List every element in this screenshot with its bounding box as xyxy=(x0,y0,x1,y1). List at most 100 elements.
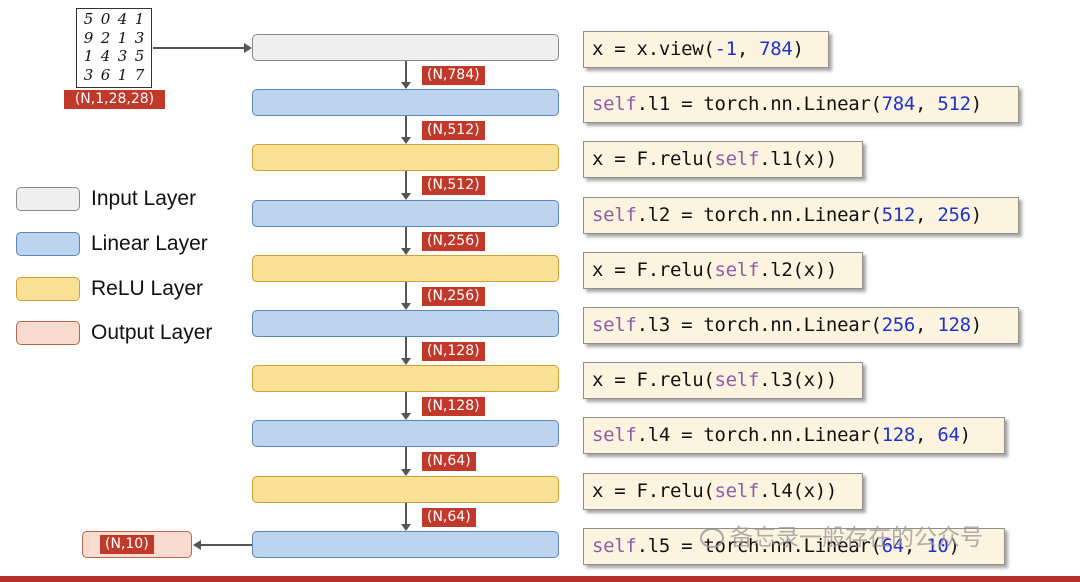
code-token: .l4(x)) xyxy=(759,479,838,502)
code-token: self xyxy=(714,148,760,171)
output-shape-tag: (N,10) xyxy=(100,535,154,554)
input-arrow-line xyxy=(153,47,245,49)
bottom-rule xyxy=(0,576,1080,582)
mnist-digit: 2 xyxy=(100,28,111,47)
legend-label: ReLU Layer xyxy=(91,277,204,300)
code-token: x = F.relu( xyxy=(592,148,715,171)
code-line: x = F.relu(self.l2(x)) xyxy=(583,251,863,289)
flow-arrow-head xyxy=(401,192,411,200)
flow-arrow-line xyxy=(405,502,407,525)
code-token: ) xyxy=(792,38,804,60)
code-line: x = F.relu(self.l1(x)) xyxy=(583,141,863,179)
flow-arrow-line xyxy=(405,281,407,304)
code-token: ) xyxy=(970,314,982,336)
flow-arrow-line xyxy=(405,392,407,415)
mnist-digit: 3 xyxy=(134,28,145,47)
legend-swatch-input xyxy=(16,187,80,211)
code-token: self xyxy=(714,369,760,392)
legend-label: Output Layer xyxy=(91,321,213,344)
linear-layer-bar xyxy=(252,89,559,117)
code-token: 256 xyxy=(881,314,916,336)
code-token: self xyxy=(592,93,637,116)
legend-swatch-relu xyxy=(16,277,80,301)
linear-layer-bar xyxy=(252,420,559,448)
tensor-shape-tag: (N,64) xyxy=(422,452,476,472)
mnist-digit: 1 xyxy=(117,65,128,84)
code-token: x = F.relu( xyxy=(592,369,715,392)
input-layer-bar xyxy=(252,34,559,61)
code-token: self xyxy=(592,314,637,336)
code-token: 10 xyxy=(926,534,949,557)
code-line: self.l5 = torch.nn.Linear(64, 10) xyxy=(583,527,1005,565)
code-token: ) xyxy=(970,93,982,116)
flow-arrow-head xyxy=(401,303,411,310)
flow-arrow-head xyxy=(401,468,411,476)
flow-arrow-head xyxy=(401,358,411,366)
relu-layer-bar xyxy=(252,254,559,282)
code-line: self.l3 = torch.nn.Linear(256, 128) xyxy=(583,307,1019,344)
linear-layer-bar xyxy=(252,199,559,227)
watermark-text: 备忘录一般存在的公众号 xyxy=(730,525,983,551)
input-arrow-head xyxy=(244,43,252,53)
code-token: , xyxy=(736,38,760,60)
code-line: self.l4 = torch.nn.Linear(128, 64) xyxy=(583,417,1005,455)
tensor-shape-tag: (N,784) xyxy=(422,66,485,85)
code-token: 784 xyxy=(881,93,916,116)
mnist-digit: 7 xyxy=(134,65,145,84)
tensor-shape-tag: (N,128) xyxy=(422,342,485,361)
mnist-digit: 0 xyxy=(100,10,111,28)
code-token: .l4 = torch.nn.Linear( xyxy=(636,424,882,447)
code-token: ) xyxy=(970,203,982,226)
legend-swatch-output xyxy=(16,321,80,345)
code-token: .l1 = torch.nn.Linear( xyxy=(636,93,882,116)
mnist-digit: 1 xyxy=(134,10,145,28)
code-token: .l5 = torch.nn.Linear( xyxy=(636,534,882,557)
code-token: 64 xyxy=(881,534,905,557)
flow-arrow-head xyxy=(401,247,411,255)
code-token: 512 xyxy=(937,93,971,116)
code-token: ) xyxy=(948,534,960,557)
code-token: .l1(x)) xyxy=(759,148,838,171)
code-line: x = F.relu(self.l4(x)) xyxy=(583,472,863,510)
code-token: self xyxy=(592,534,637,557)
flow-arrow-line xyxy=(405,226,407,249)
output-arrow-line xyxy=(200,544,252,546)
mnist-digit: 5 xyxy=(83,10,94,28)
flow-arrow-line xyxy=(405,171,407,194)
flow-arrow-head xyxy=(401,523,411,531)
mnist-digit: 1 xyxy=(117,28,128,47)
mnist-digit: 1 xyxy=(83,47,94,65)
code-token: x = x.view( xyxy=(592,38,715,60)
mnist-digit: 9 xyxy=(83,28,94,47)
tensor-shape-tag: (N,512) xyxy=(422,176,485,196)
flow-arrow-line xyxy=(405,447,407,470)
code-token: , xyxy=(915,314,938,336)
code-token: .l2 = torch.nn.Linear( xyxy=(636,203,882,226)
code-token: 784 xyxy=(759,38,793,60)
flow-arrow-line xyxy=(405,61,407,84)
code-token: -1 xyxy=(714,38,738,60)
relu-layer-bar xyxy=(252,144,559,172)
tensor-shape-tag: (N,64) xyxy=(422,507,476,527)
mnist-digit: 3 xyxy=(117,47,128,65)
code-token: 64 xyxy=(937,424,960,447)
code-token: self xyxy=(714,258,760,281)
input-shape-tag: (N,1,28,28) xyxy=(64,90,165,109)
output-arrow-head xyxy=(193,540,201,550)
watermark: 备忘录一般存在的公众号 xyxy=(700,518,983,552)
code-line: x = F.relu(self.l3(x)) xyxy=(583,362,863,400)
code-line: x = x.view(-1, 784) xyxy=(583,31,829,68)
code-token: self xyxy=(592,203,637,226)
flow-arrow-line xyxy=(405,337,407,360)
code-token: self xyxy=(714,479,760,502)
mnist-digit: 4 xyxy=(100,47,111,65)
code-token: 512 xyxy=(881,203,916,226)
flow-arrow-head xyxy=(401,137,411,145)
code-token: 128 xyxy=(881,424,916,447)
tensor-shape-tag: (N,256) xyxy=(422,231,485,251)
code-line: self.l1 = torch.nn.Linear(784, 512) xyxy=(583,86,1019,124)
flow-arrow-head xyxy=(401,82,411,90)
mnist-digit: 4 xyxy=(117,10,128,28)
